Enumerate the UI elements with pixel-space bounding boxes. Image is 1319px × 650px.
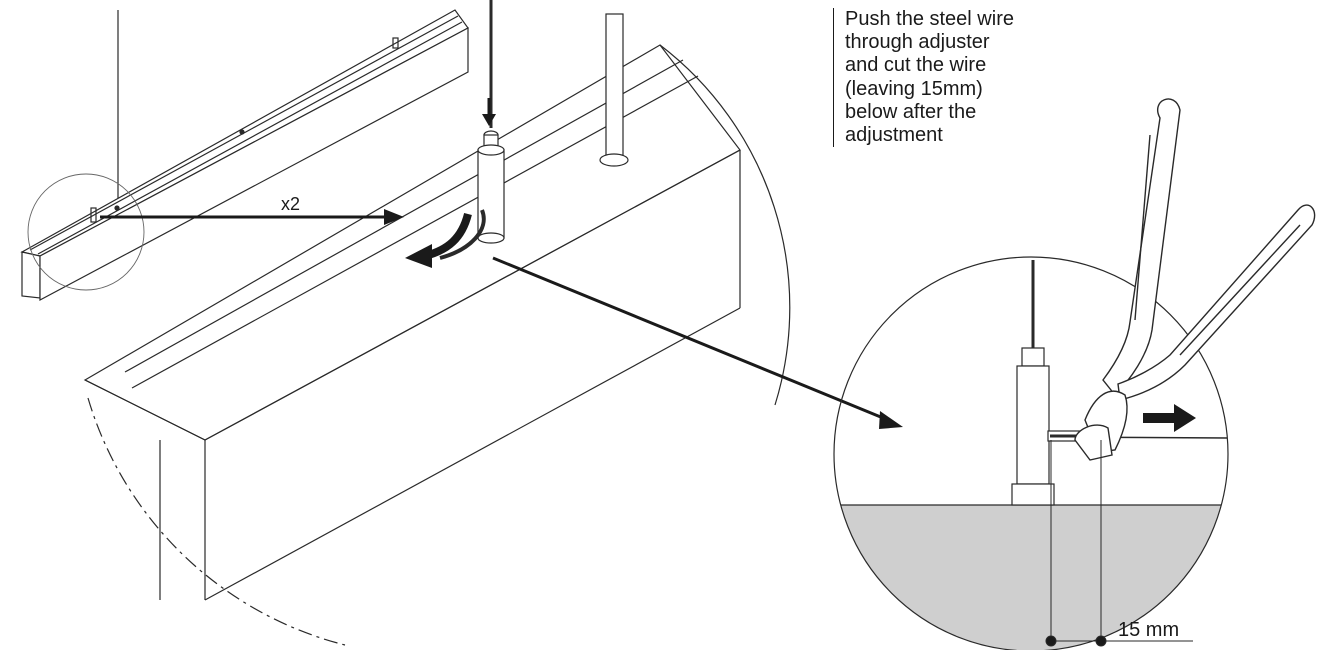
dimension-15mm [1045,440,1193,647]
dimension-label: 15 mm [1118,619,1179,641]
detail-circle-view [833,98,1316,650]
push-down-arrow [482,98,496,126]
profile-zoom-view [83,44,791,646]
pull-arrow [1143,404,1196,432]
luminaire-overview [20,9,469,301]
instruction-line: through adjuster [845,31,990,54]
zoom-marker-circle [27,173,145,291]
adjuster-assembly [439,0,629,260]
instruction-text: Push the steel wire through adjuster and… [833,8,1065,148]
instruction-line: below after the [845,100,977,123]
instruction-line: Push the steel wire [845,8,1014,30]
pliers [1074,98,1316,461]
multiplier-label: x2 [281,194,300,214]
instruction-line: and cut the wire [845,54,987,77]
bend-arrow [405,212,472,268]
zoom-arrow-left [100,209,404,225]
instruction-line: adjustment [845,124,943,147]
zoom-arrow-right [492,256,903,429]
instruction-line: (leaving 15mm) [845,77,983,100]
